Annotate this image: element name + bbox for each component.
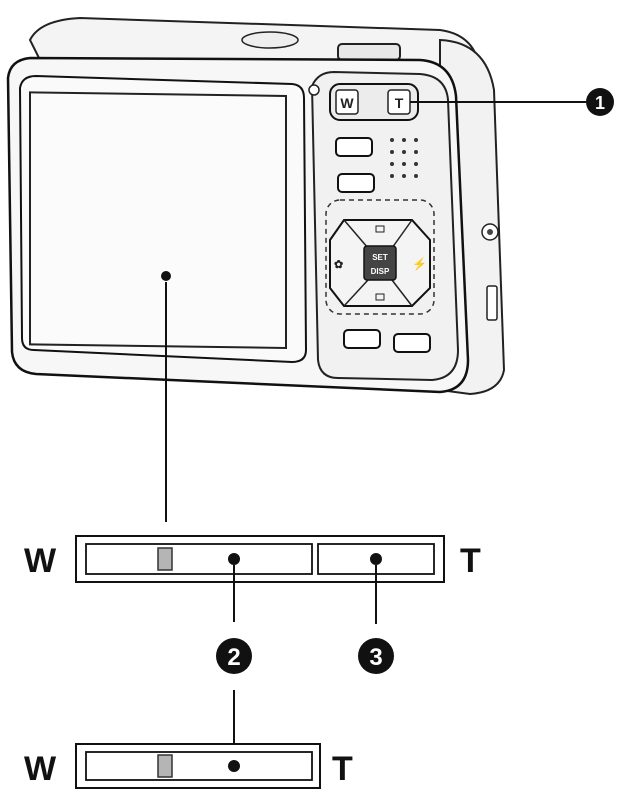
callout-2-number: 2 <box>227 644 240 671</box>
macro-icon: ✿ <box>334 259 343 271</box>
callout-1-badge <box>586 88 614 116</box>
speaker-grille <box>390 138 418 178</box>
callout-1: 1 <box>410 88 614 116</box>
zoom-bar-bottom-tele-label: T <box>332 750 353 788</box>
zoom-bar-bottom-wide-label: W <box>24 750 57 788</box>
zoom-bar-top-digital-dot <box>370 553 382 565</box>
set-disp-button <box>363 245 397 281</box>
camera-button-upper-2 <box>337 173 375 193</box>
zoom-bar-bottom-position-marker <box>157 754 173 778</box>
callout-3-badge <box>358 638 394 674</box>
strap-lug <box>486 285 498 321</box>
zoom-bar-top: W T <box>24 535 481 583</box>
zoom-bar-top-position-marker <box>157 547 173 571</box>
flash-icon: ⚡ <box>412 257 427 271</box>
set-label: SET <box>372 253 388 262</box>
callout-2-badge <box>216 638 252 674</box>
zoom-bar-top-wide-label: W <box>24 542 57 580</box>
indicator-led <box>308 84 320 96</box>
zoom-bar-top-optical-dot <box>228 553 240 565</box>
disp-label: DISP <box>371 267 390 276</box>
zoom-tele-key-label: T <box>395 95 404 111</box>
zoom-bar-top-optical-segment <box>85 543 313 575</box>
camera-button-lower-2 <box>393 333 431 353</box>
zoom-bar-bottom: W T <box>24 743 353 789</box>
callout-3: 3 <box>358 565 394 674</box>
shutter-button <box>337 43 401 61</box>
zoom-wide-key <box>335 89 359 115</box>
lcd-pointer-dot <box>161 271 171 281</box>
side-screw-inner <box>487 229 493 235</box>
zoom-bar-bottom-optical-segment <box>85 751 313 781</box>
zoom-bar-top-tele-label: T <box>460 542 481 580</box>
callout-3-number: 3 <box>369 644 382 671</box>
camera-button-upper-1 <box>335 137 373 157</box>
callout-2: 2 <box>216 565 252 760</box>
zoom-bar-bottom-optical-dot <box>228 760 240 772</box>
camera-illustration: W T SET DISP ⚡ ✿ <box>6 16 506 396</box>
camera-button-lower-1 <box>343 329 381 349</box>
callout-1-number: 1 <box>595 93 605 113</box>
lcd-screen <box>29 91 287 350</box>
zoom-wide-key-label: W <box>340 95 354 111</box>
power-button <box>241 31 299 49</box>
dpad-dashed-outline <box>325 199 435 315</box>
